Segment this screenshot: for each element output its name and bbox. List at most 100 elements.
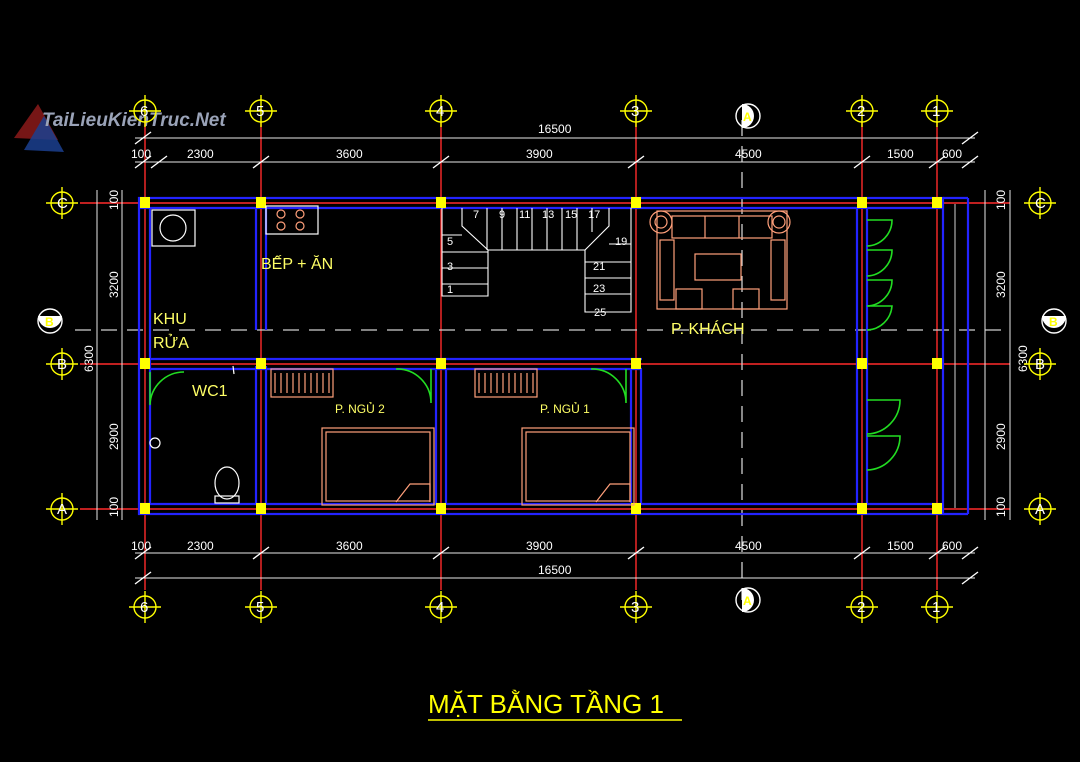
room-label-bed2: P. NGỦ 2	[335, 401, 385, 416]
dim-top-label: 100	[131, 147, 151, 161]
drawing-title: MẶT BẰNG TẦNG 1	[428, 689, 682, 721]
stair-number: 1	[447, 284, 453, 296]
dim-top-label: 3900	[526, 147, 553, 161]
dim-right-label: 2900	[994, 423, 1008, 450]
grid-bubble: 6	[129, 591, 161, 623]
stove-icon	[265, 205, 319, 235]
dim-right-label: 100	[994, 497, 1008, 517]
furniture-kitchen	[151, 205, 319, 247]
grid-bubble: A	[1024, 493, 1056, 525]
dim-bottom-label: 1500	[887, 539, 914, 553]
dim-left-label: 100	[107, 497, 121, 517]
svg-text:2: 2	[857, 103, 865, 120]
section-marker-left: B	[37, 308, 63, 334]
dim-left-label: 100	[107, 190, 121, 210]
folding-door-bottom	[866, 399, 901, 471]
svg-text:1: 1	[932, 599, 940, 616]
grid-bubble: B	[46, 348, 78, 380]
grid-bubble: C	[46, 187, 78, 219]
svg-text:A: A	[57, 501, 67, 518]
furniture-living	[649, 210, 791, 310]
columns	[140, 197, 942, 514]
room-label-wc: WC1	[192, 383, 228, 400]
grid-bubbles-top: 6 5 4 3 2 1	[129, 95, 953, 127]
room-label-wash-2: RỬA	[153, 333, 189, 352]
svg-text:3: 3	[631, 599, 639, 616]
dim-bottom-total: 16500	[538, 563, 572, 577]
dim-top-label: 1500	[887, 147, 914, 161]
coffee-table-icon	[694, 253, 742, 281]
svg-text:5: 5	[256, 103, 264, 120]
stair-number: 25	[594, 307, 606, 319]
svg-text:B: B	[57, 356, 67, 373]
dims-right: 100 3200 6300 2900 100	[994, 190, 1030, 517]
folding-door-top	[866, 219, 893, 331]
dim-bottom-label: 3900	[526, 539, 553, 553]
svg-text:3: 3	[631, 103, 639, 120]
toilet-icon	[214, 466, 240, 500]
dim-top-label: 2300	[187, 147, 214, 161]
stair-number: 15	[565, 209, 577, 221]
door-wc	[149, 371, 185, 406]
drawing-title-text: MẶT BẰNG TẦNG 1	[428, 689, 664, 719]
dimension-ticks	[134, 131, 979, 585]
svg-text:1: 1	[932, 103, 940, 120]
svg-text:C: C	[1035, 195, 1046, 212]
axis-lines	[80, 122, 1010, 590]
furniture-bedrooms	[270, 368, 635, 506]
dims-left: 100 3200 6300 2900 100	[82, 190, 121, 517]
dim-left-label: 3200	[107, 271, 121, 298]
dimension-lines	[96, 137, 1011, 579]
dim-bottom-label: 3600	[336, 539, 363, 553]
room-labels: BẾP + ĂN KHU RỬA WC1 P. NGỦ 2 P. NGỦ 1 P…	[153, 254, 745, 416]
dim-bottom-label: 4500	[735, 539, 762, 553]
svg-text:2: 2	[857, 599, 865, 616]
room-label-wash-1: KHU	[153, 311, 187, 328]
section-marker-bottom: A	[735, 587, 761, 613]
watermark: TaiLieuKienTruc.Net	[14, 104, 226, 152]
section-marker-right: B	[1041, 308, 1067, 334]
grid-bubble: 6	[129, 95, 161, 127]
grid-bubble: A	[46, 493, 78, 525]
doors	[149, 219, 901, 471]
staircase	[441, 208, 632, 313]
dim-right-label: 3200	[994, 271, 1008, 298]
section-marker-top: A	[735, 103, 761, 129]
bed-icon	[521, 427, 635, 506]
grid-bubble: B	[1024, 348, 1056, 380]
wardrobe-icon	[270, 368, 334, 398]
washing-machine-icon	[151, 209, 196, 247]
svg-text:4: 4	[436, 599, 444, 616]
room-label-bed1: P. NGỦ 1	[540, 401, 590, 416]
svg-text:A: A	[1035, 501, 1045, 518]
dim-bottom-label: 2300	[187, 539, 214, 553]
stair-numbers: 1 3 5 7 9 11 13 15 17 19 21 23 25	[447, 209, 627, 319]
grid-bubble: 2	[846, 95, 878, 127]
door-bed2	[395, 368, 432, 404]
walls	[137, 196, 970, 516]
dim-bottom-label: 600	[942, 539, 962, 553]
dim-right-label: 6300	[1016, 345, 1030, 372]
floor-drain-icon	[149, 437, 161, 449]
dims-bottom: 100 2300 3600 3900 4500 1500 600 16500	[131, 539, 962, 577]
svg-text:6: 6	[140, 599, 148, 616]
grid-bubbles-bottom: 6 5 4 3 2 1	[129, 591, 953, 623]
svg-text:C: C	[57, 195, 68, 212]
grid-bubbles-right: C B A	[1024, 187, 1056, 525]
svg-text:B: B	[1049, 315, 1058, 329]
stair-treads	[442, 208, 631, 295]
grid-bubble: 1	[921, 591, 953, 623]
grid-bubble: C	[1024, 187, 1056, 219]
dim-left-label: 6300	[82, 345, 96, 372]
svg-text:6: 6	[140, 103, 148, 120]
stair-number: 17	[588, 209, 600, 221]
furniture-wc	[149, 365, 240, 504]
grid-bubble: 4	[425, 95, 457, 127]
grid-bubble: 5	[245, 591, 277, 623]
grid-bubbles-left: C B A	[46, 187, 78, 525]
grid-bubble: 3	[620, 95, 652, 127]
dim-bottom-label: 100	[131, 539, 151, 553]
dim-top-total: 16500	[538, 122, 572, 136]
stair-number: 19	[615, 236, 627, 248]
